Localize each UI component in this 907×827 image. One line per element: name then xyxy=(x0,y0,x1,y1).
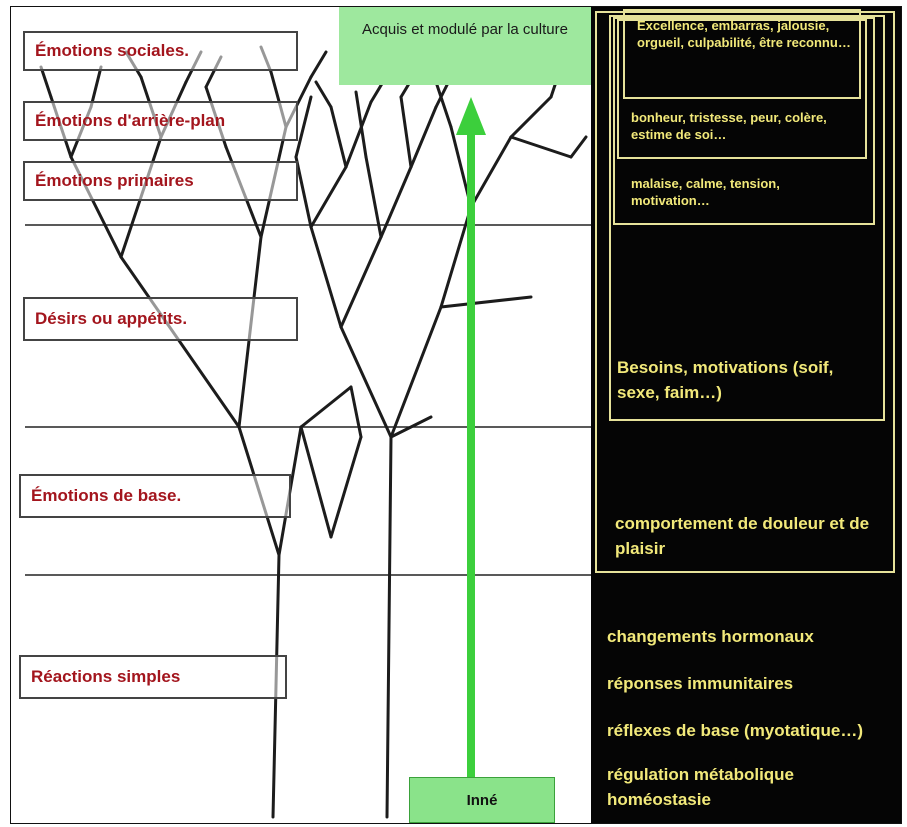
innate-to-acquired-arrow xyxy=(456,97,486,787)
level-emotions-arriere-plan: Émotions d'arrière-plan xyxy=(23,101,298,141)
level-emotions-primaires: Émotions primaires xyxy=(23,161,298,201)
outline-box-arriere-plan xyxy=(617,19,867,159)
examples-sociales: Excellence, embarras, jalousie, orgueil,… xyxy=(637,18,851,50)
level-reactions-simples: Réactions simples xyxy=(19,655,287,699)
level-label: Émotions sociales. xyxy=(35,41,189,60)
innate-box: Inné xyxy=(409,777,555,823)
level-label: Émotions primaires xyxy=(35,171,194,190)
level-label: Émotions d'arrière-plan xyxy=(35,111,226,130)
reaction-item: régulation métabolique homéostasie xyxy=(607,765,795,809)
reaction-item: réflexes de base (myotatique…) xyxy=(607,721,864,740)
level-label: Émotions de base. xyxy=(31,486,182,505)
acquired-culture-label: Acquis et modulé par la culture xyxy=(362,21,568,38)
examples-primaires: malaise, calme, tension, motivation… xyxy=(631,176,780,208)
outline-box-base xyxy=(595,11,895,573)
tree-panel: Acquis et modulé par la culture Inné Émo… xyxy=(11,7,591,823)
level-desirs-appetits: Désirs ou appétits. xyxy=(23,297,298,341)
level-emotions-de-base: Émotions de base. xyxy=(19,474,291,518)
innate-label: Inné xyxy=(466,791,498,809)
reaction-item: changements hormonaux xyxy=(607,627,814,646)
level-emotions-sociales: Émotions sociales. xyxy=(23,31,298,71)
diagram-frame: Acquis et modulé par la culture Inné Émo… xyxy=(10,6,902,824)
outline-box-sociales xyxy=(623,9,861,99)
examples-base: comportement de douleur et de plaisir xyxy=(615,514,870,558)
reaction-item: réponses immunitaires xyxy=(607,674,794,693)
acquired-culture-box: Acquis et modulé par la culture xyxy=(339,7,591,85)
examples-panel: Excellence, embarras, jalousie, orgueil,… xyxy=(591,7,901,823)
examples-arriere-plan: bonheur, tristesse, peur, colère, estime… xyxy=(631,110,827,142)
level-label: Désirs ou appétits. xyxy=(35,309,188,328)
level-label: Réactions simples xyxy=(31,667,181,686)
outline-box-desirs xyxy=(609,15,885,421)
outline-box-primaires xyxy=(613,17,875,225)
examples-desirs: Besoins, motivations (soif, sexe, faim…) xyxy=(617,358,834,402)
